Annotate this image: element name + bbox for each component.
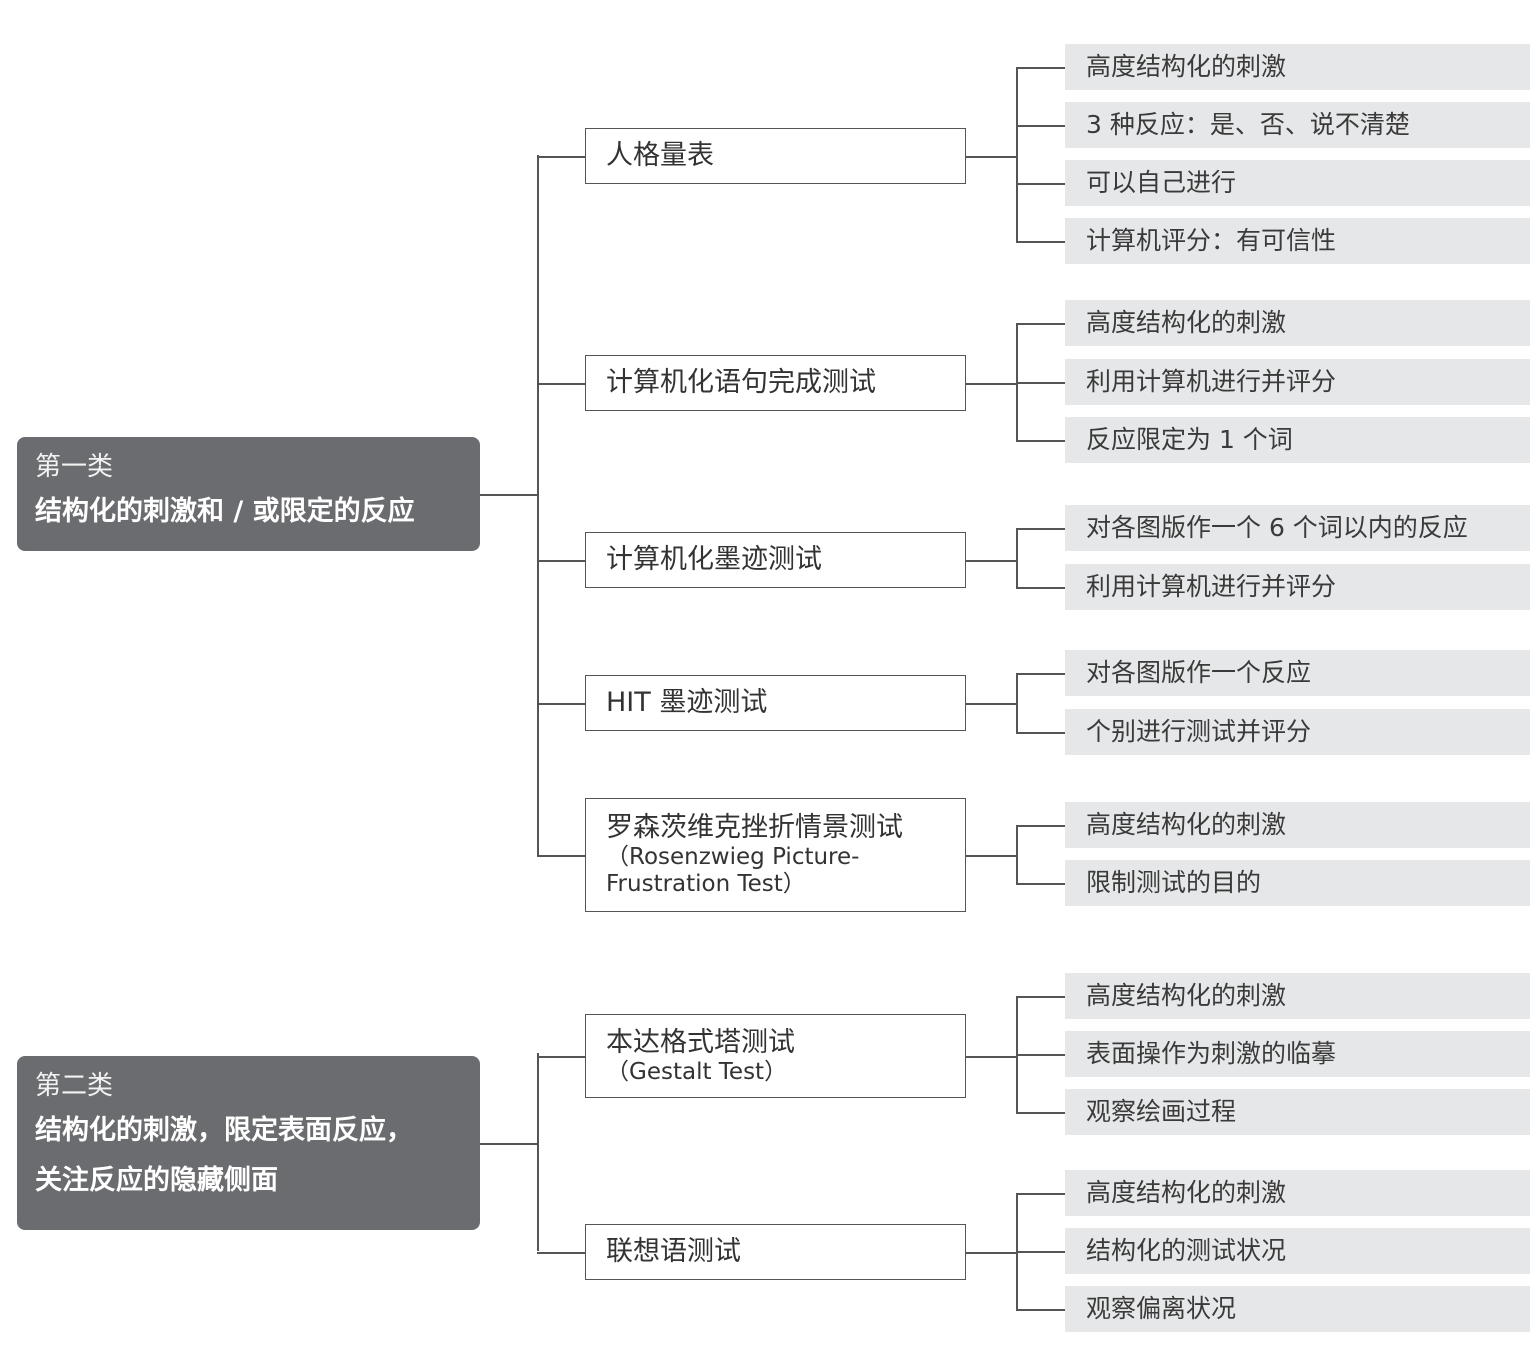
connector-line	[966, 383, 1016, 385]
category-description: 结构化的刺激，限定表面反应，	[35, 1115, 413, 1146]
connector-line	[1016, 125, 1065, 127]
test-box: 计算机化语句完成测试	[585, 355, 966, 411]
test-title: 计算机化语句完成测试	[606, 367, 876, 398]
connector-line	[966, 1056, 1016, 1058]
connector-line	[1016, 587, 1065, 589]
connector-line	[1016, 1112, 1065, 1114]
connector-line	[1016, 883, 1065, 885]
test-box: 人格量表	[585, 128, 966, 184]
connector-line	[966, 1252, 1016, 1254]
test-box: HIT 墨迹测试	[585, 675, 966, 731]
feature-item: 计算机评分：有可信性	[1065, 218, 1530, 264]
connector-line	[1016, 1193, 1065, 1195]
feature-item: 利用计算机进行并评分	[1065, 359, 1530, 405]
connector-line	[1016, 732, 1065, 734]
category-description: 结构化的刺激和 / 或限定的反应	[35, 496, 415, 527]
test-subtitle: （Rosenzwieg Picture- Frustration Test）	[606, 844, 860, 897]
connector-line	[1016, 825, 1018, 883]
connector-line	[1016, 67, 1065, 69]
category-box: 第一类结构化的刺激和 / 或限定的反应	[17, 437, 480, 551]
feature-item: 表面操作为刺激的临摹	[1065, 1031, 1530, 1077]
connector-line	[966, 703, 1016, 705]
feature-item: 高度结构化的刺激	[1065, 300, 1530, 346]
test-title: HIT 墨迹测试	[606, 687, 768, 718]
test-box: 计算机化墨迹测试	[585, 532, 966, 588]
connector-line	[537, 560, 585, 562]
connector-line	[1016, 528, 1065, 530]
connector-line	[480, 494, 537, 496]
feature-item: 可以自己进行	[1065, 160, 1530, 206]
test-subtitle: （Gestalt Test）	[606, 1058, 788, 1085]
feature-item: 高度结构化的刺激	[1065, 973, 1530, 1019]
feature-item: 个别进行测试并评分	[1065, 709, 1530, 755]
feature-item: 利用计算机进行并评分	[1065, 564, 1530, 610]
test-box: 联想语测试	[585, 1224, 966, 1280]
connector-line	[537, 855, 585, 857]
test-box: 本达格式塔测试（Gestalt Test）	[585, 1014, 966, 1098]
feature-item: 3 种反应：是、否、说不清楚	[1065, 102, 1530, 148]
connector-line	[1016, 323, 1065, 325]
connector-line	[1016, 996, 1065, 998]
test-title: 计算机化墨迹测试	[606, 544, 822, 575]
feature-item: 高度结构化的刺激	[1065, 802, 1530, 848]
test-title: 联想语测试	[606, 1236, 741, 1267]
feature-item: 对各图版作一个 6 个词以内的反应	[1065, 505, 1530, 551]
feature-item: 反应限定为 1 个词	[1065, 417, 1530, 463]
category-label: 第二类	[35, 1071, 114, 1101]
feature-item: 观察偏离状况	[1065, 1286, 1530, 1332]
connector-line	[537, 156, 585, 158]
connector-line	[966, 560, 1016, 562]
connector-line	[480, 1143, 537, 1145]
connector-line	[1016, 67, 1018, 241]
connector-line	[537, 1053, 539, 1251]
feature-item: 观察绘画过程	[1065, 1089, 1530, 1135]
connector-line	[1016, 183, 1065, 185]
category-label: 第一类	[35, 452, 114, 482]
connector-line	[1016, 1309, 1065, 1311]
connector-line	[537, 383, 585, 385]
feature-item: 高度结构化的刺激	[1065, 44, 1530, 90]
feature-item: 高度结构化的刺激	[1065, 1170, 1530, 1216]
connector-line	[1016, 241, 1065, 243]
connector-line	[1016, 528, 1018, 587]
connector-line	[966, 855, 1016, 857]
test-title: 人格量表	[606, 140, 714, 171]
connector-line	[1016, 673, 1018, 732]
connector-line	[537, 703, 585, 705]
feature-item: 结构化的测试状况	[1065, 1228, 1530, 1274]
connector-line	[1016, 1251, 1065, 1253]
feature-item: 限制测试的目的	[1065, 860, 1530, 906]
connector-line	[1016, 1054, 1065, 1056]
test-title: 罗森茨维克挫折情景测试	[606, 812, 903, 843]
connector-line	[1016, 382, 1065, 384]
connector-line	[966, 156, 1016, 158]
test-box: 罗森茨维克挫折情景测试（Rosenzwieg Picture- Frustrat…	[585, 798, 966, 912]
connector-line	[1016, 440, 1065, 442]
category-description: 关注反应的隐藏侧面	[35, 1165, 278, 1196]
test-title: 本达格式塔测试	[606, 1026, 795, 1058]
connector-line	[1016, 673, 1065, 675]
category-box: 第二类结构化的刺激，限定表面反应， 关注反应的隐藏侧面	[17, 1056, 480, 1230]
feature-item: 对各图版作一个反应	[1065, 650, 1530, 696]
connector-line	[1016, 323, 1018, 440]
connector-line	[537, 155, 539, 855]
connector-line	[537, 1252, 585, 1254]
connector-line	[1016, 825, 1065, 827]
connector-line	[537, 1056, 585, 1058]
